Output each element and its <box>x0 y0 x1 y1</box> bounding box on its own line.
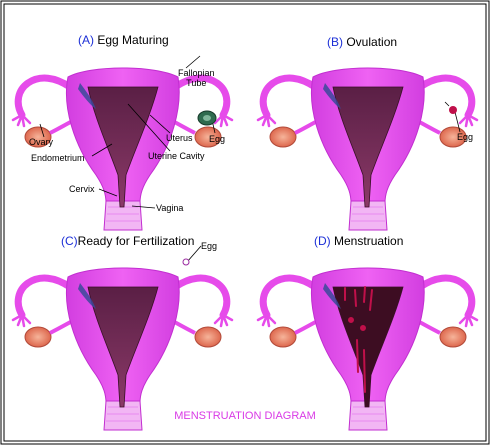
label-uterine-cavity: Uterine Cavity <box>148 151 205 161</box>
panel-ready-for-fertilization <box>0 225 245 440</box>
label-egg-c: Egg <box>201 241 218 251</box>
label-ovary: Ovary <box>29 137 54 147</box>
label-egg-b: Egg <box>457 132 474 142</box>
panel-egg-maturing <box>0 25 245 240</box>
uterus-illustration <box>256 267 479 431</box>
panel-c-title-text: Ready for Fertilization <box>77 234 195 248</box>
panel-b-title: (B) Ovulation <box>327 35 397 49</box>
panel-c-title: (C)Ready for Fertilization <box>61 234 194 248</box>
panel-b-title-text: Ovulation <box>346 35 398 49</box>
panel-b-letter: (B) <box>327 35 343 49</box>
uterus-illustration <box>256 67 479 231</box>
label-vagina: Vagina <box>156 203 184 213</box>
label-cervix: Cervix <box>69 184 95 194</box>
uterus-illustration <box>11 267 234 431</box>
label-fallopian-tube: Fallopian Tube <box>178 68 215 88</box>
diagram-footer-title: MENSTRUATION DIAGRAM <box>174 410 316 422</box>
label-egg-a: Egg <box>209 134 226 144</box>
panel-ovulation <box>245 25 490 240</box>
panel-c-letter: (C) <box>61 234 78 248</box>
panel-a-title-text: Egg Maturing <box>97 33 169 47</box>
panel-d-letter: (D) <box>314 234 331 248</box>
uterus-illustration <box>11 67 234 231</box>
panel-a-letter: (A) <box>78 33 94 47</box>
label-endometrium: Endometrium <box>31 153 85 163</box>
panel-a-title: (A) Egg Maturing <box>78 33 169 47</box>
panel-d-title: (D) Menstruation <box>314 234 403 248</box>
panel-d-title-text: Menstruation <box>334 234 404 248</box>
panel-menstruation <box>245 225 490 440</box>
label-uterus: Uterus <box>166 133 193 143</box>
